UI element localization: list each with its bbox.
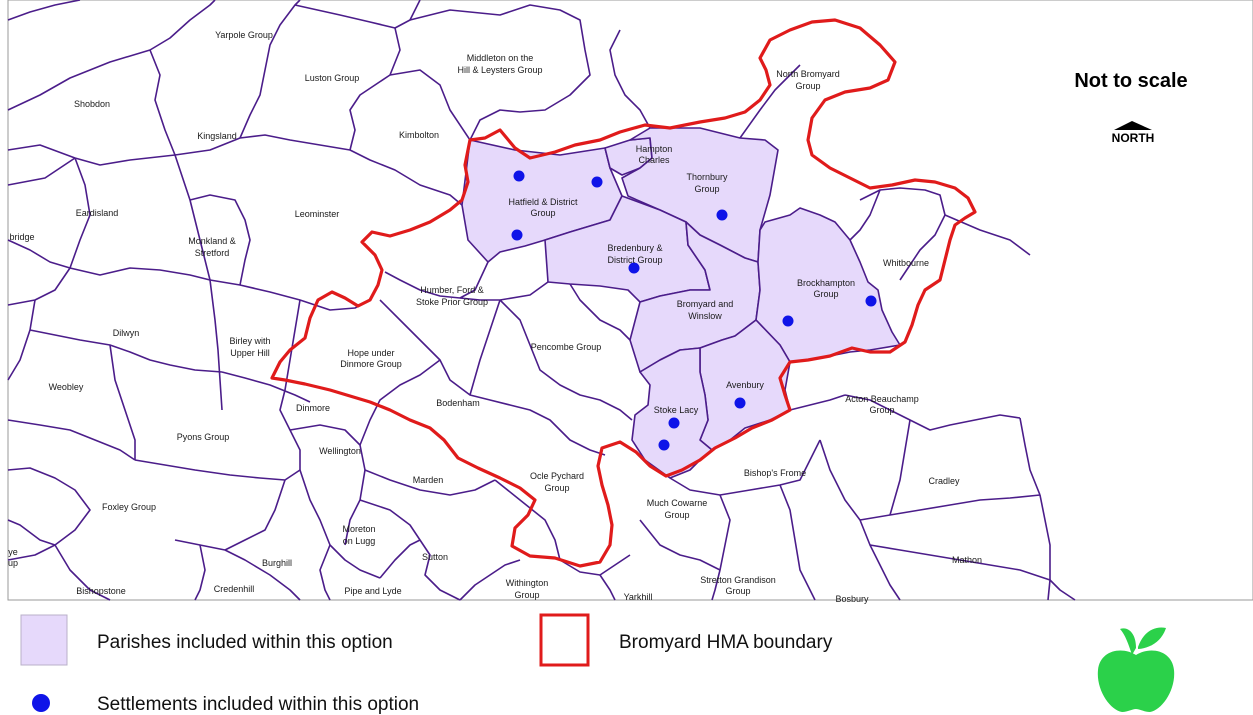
label-humber-1: Humber, Ford &	[420, 285, 484, 295]
label-thornbury-1: Thornbury	[686, 172, 728, 182]
label-yarpole: Yarpole Group	[215, 30, 273, 40]
label-whitbourne: Whitbourne	[883, 258, 929, 268]
label-kimbolton: Kimbolton	[399, 130, 439, 140]
label-yarkhill: Yarkhill	[624, 592, 653, 602]
label-ocle-1: Ocle Pychard	[530, 471, 584, 481]
settlement-marker	[658, 439, 670, 451]
label-hope-2: Dinmore Group	[340, 359, 402, 369]
label-hatfield-1: Hatfield & District	[508, 197, 578, 207]
parish-labels: Yarpole Group Luston Group Middleton on …	[8, 30, 982, 604]
label-marden: Marden	[413, 475, 444, 485]
label-avenbury: Avenbury	[726, 380, 764, 390]
map-title: Not to scale	[1074, 70, 1187, 92]
label-brockhampton-1: Brockhampton	[797, 278, 855, 288]
label-wellington: Wellington	[319, 446, 361, 456]
label-birley-1: Birley with	[229, 336, 270, 346]
label-humber-2: Stoke Prior Group	[416, 297, 488, 307]
label-bishops-frome: Bishop's Frome	[744, 468, 806, 478]
label-thornbury-2: Group	[694, 184, 719, 194]
label-withington-2: Group	[514, 590, 539, 600]
label-moreton-2: on Lugg	[343, 536, 376, 546]
label-up: up	[8, 558, 18, 568]
settlement-marker	[628, 262, 640, 274]
label-brockhampton-2: Group	[813, 289, 838, 299]
settlement-marker	[668, 417, 680, 429]
legend-settlement-marker	[32, 694, 50, 712]
settlement-marker	[513, 170, 525, 182]
settlement-marker	[591, 176, 603, 188]
label-bromyard-2: Winslow	[688, 311, 722, 321]
label-bredenbury-2: District Group	[607, 255, 662, 265]
label-pipe-lyde: Pipe and Lyde	[344, 586, 401, 596]
label-much-cowarne-2: Group	[664, 510, 689, 520]
settlements	[511, 170, 877, 451]
apple-logo	[1097, 627, 1175, 712]
north-label: NORTH	[1112, 131, 1155, 145]
label-hampton-2: Charles	[638, 155, 670, 165]
label-bredenbury-1: Bredenbury &	[607, 243, 662, 253]
label-mathon: Mathon	[952, 555, 982, 565]
label-birley-2: Upper Hill	[230, 348, 270, 358]
label-ocle-2: Group	[544, 483, 569, 493]
label-middleton-2: Hill & Leysters Group	[457, 65, 542, 75]
label-bromyard-1: Bromyard and	[677, 299, 734, 309]
label-credenhill: Credenhill	[214, 584, 255, 594]
label-stoke-lacy: Stoke Lacy	[654, 405, 699, 415]
legend-parishes-label: Parishes included within this option	[97, 632, 393, 653]
label-bridge: bridge	[9, 232, 34, 242]
label-dilwyn: Dilwyn	[113, 328, 140, 338]
label-kingsland: Kingsland	[197, 131, 237, 141]
label-hatfield-2: Group	[530, 208, 555, 218]
label-stretton-1: Stretton Grandison	[700, 575, 776, 585]
label-cradley: Cradley	[928, 476, 960, 486]
map-frame	[7, 0, 1253, 601]
label-withington-1: Withington	[506, 578, 549, 588]
label-burghill: Burghill	[262, 558, 292, 568]
north-arrow-icon	[1114, 121, 1152, 130]
label-pyons: Pyons Group	[177, 432, 230, 442]
label-pencombe: Pencombe Group	[531, 342, 602, 352]
legend-hma-swatch	[539, 613, 590, 667]
settlement-marker	[782, 315, 794, 327]
label-moreton-1: Moreton	[342, 524, 375, 534]
label-much-cowarne-1: Much Cowarne	[647, 498, 708, 508]
label-middleton-1: Middleton on the	[467, 53, 534, 63]
settlement-marker	[865, 295, 877, 307]
label-monkland-1: Monkland &	[188, 236, 236, 246]
label-monkland-2: Stretford	[195, 248, 230, 258]
label-bodenham: Bodenham	[436, 398, 480, 408]
label-hope-1: Hope under	[347, 348, 394, 358]
label-foxley: Foxley Group	[102, 502, 156, 512]
label-stretton-2: Group	[725, 586, 750, 596]
label-eardisland: Eardisland	[76, 208, 119, 218]
settlement-marker	[734, 397, 746, 409]
settlement-marker	[716, 209, 728, 221]
label-bishopstone: Bishopstone	[76, 586, 126, 596]
label-hampton-1: Hampton	[636, 144, 673, 154]
label-dinmore: Dinmore	[296, 403, 330, 413]
label-luston: Luston Group	[305, 73, 360, 83]
parish-boundaries	[7, 0, 1076, 601]
legend-settlements-label: Settlements included within this option	[97, 694, 419, 715]
label-sutton: Sutton	[422, 552, 448, 562]
legend-hma-label: Bromyard HMA boundary	[619, 632, 833, 653]
label-ye: ye	[8, 547, 18, 557]
label-north-bromyard-2: Group	[795, 81, 820, 91]
label-leominster: Leominster	[295, 209, 340, 219]
label-bosbury: Bosbury	[835, 594, 869, 604]
legend-parishes-swatch	[20, 614, 68, 666]
hma-boundary	[270, 18, 977, 568]
label-shobdon: Shobdon	[74, 99, 110, 109]
label-acton-1: Acton Beauchamp	[845, 394, 919, 404]
label-north-bromyard-1: North Bromyard	[776, 69, 840, 79]
label-acton-2: Group	[869, 405, 894, 415]
label-weobley: Weobley	[49, 382, 84, 392]
settlement-marker	[511, 229, 523, 241]
